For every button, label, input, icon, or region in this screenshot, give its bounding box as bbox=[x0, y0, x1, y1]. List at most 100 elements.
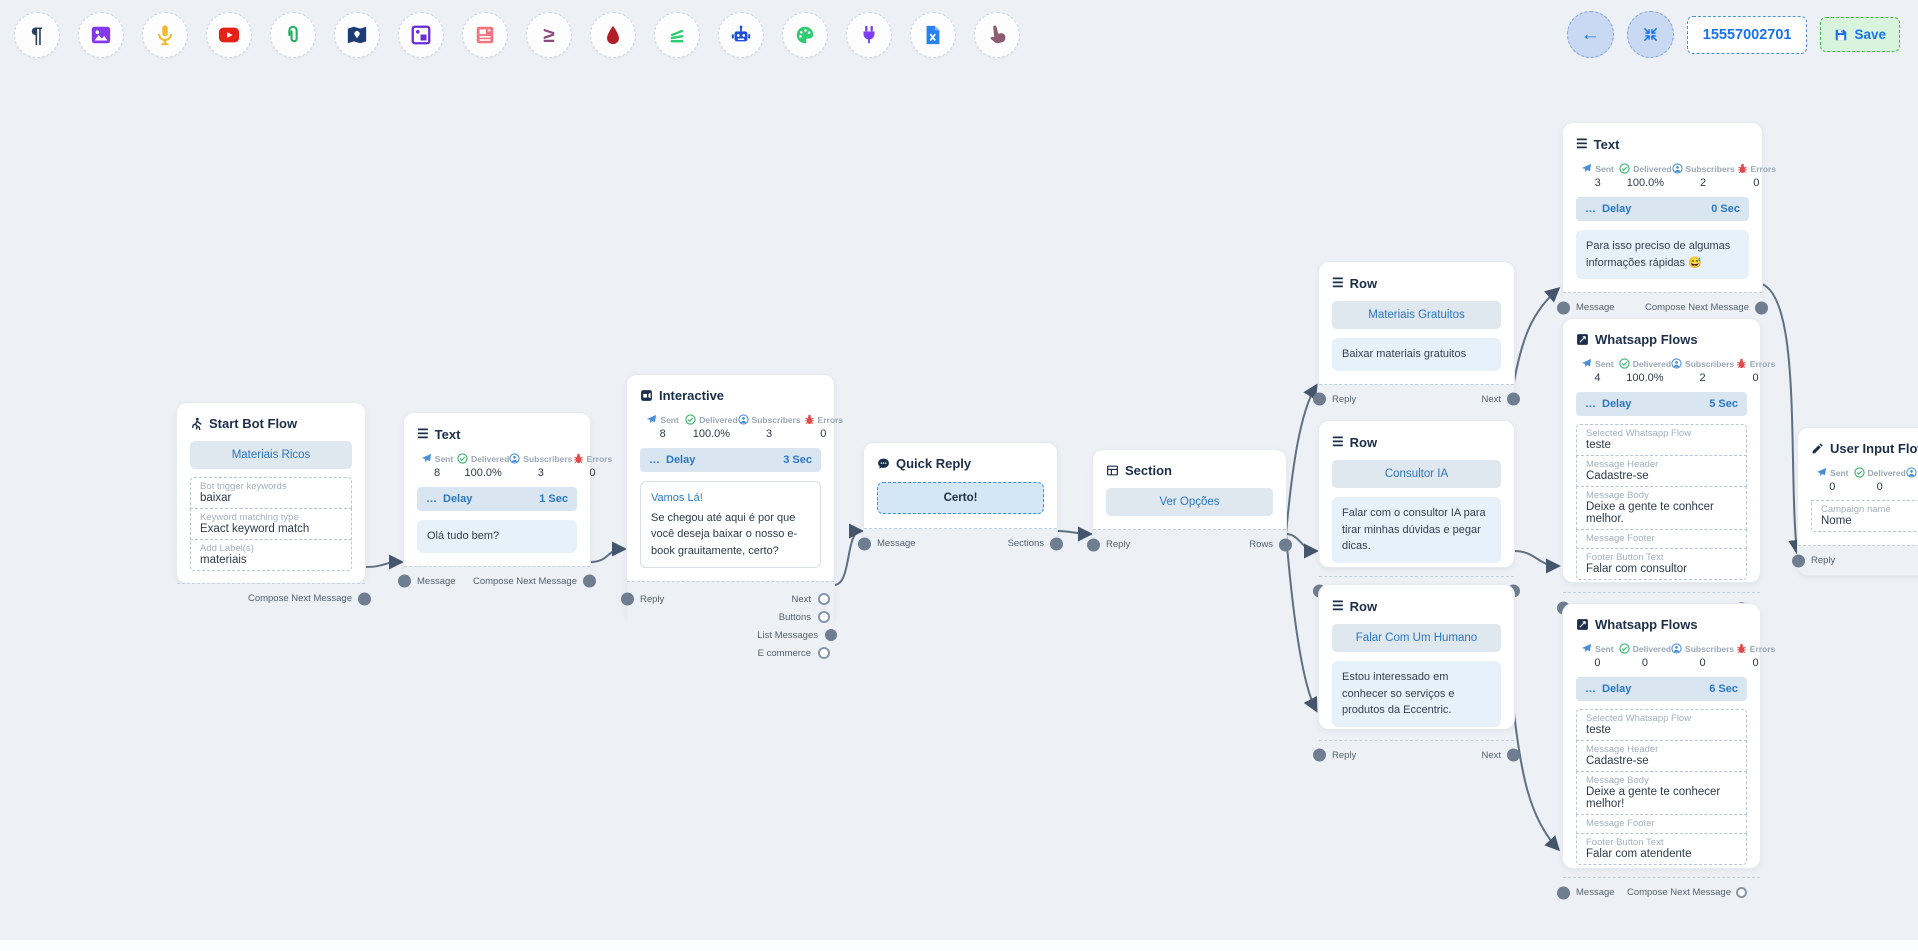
plug-tool-button[interactable] bbox=[846, 12, 892, 58]
output-port-next[interactable] bbox=[818, 593, 830, 605]
delivered-icon bbox=[1619, 358, 1630, 369]
quick-reply-icon bbox=[878, 458, 889, 469]
phone-number-button[interactable]: 15557002701 bbox=[1686, 15, 1808, 54]
save-button[interactable]: Save bbox=[1820, 17, 1900, 52]
input-handle-message[interactable] bbox=[1557, 886, 1570, 899]
message-bubble[interactable]: Olá tudo bem? bbox=[417, 520, 577, 553]
node-row-falar-com-um-humano[interactable]: ☰Row Falar Com Um Humano Estou interessa… bbox=[1313, 585, 1520, 770]
next-label: Next bbox=[1481, 393, 1501, 405]
output-port-compose-next[interactable] bbox=[1736, 887, 1747, 898]
compose-next-message-label: Compose Next Message bbox=[472, 575, 577, 587]
paragraph-tool-button[interactable]: ¶ bbox=[14, 12, 60, 58]
droplet-tool-button[interactable] bbox=[590, 12, 636, 58]
output-handle-next[interactable] bbox=[1507, 748, 1520, 762]
sent-icon bbox=[421, 453, 431, 463]
compose-next-message-label: Compose Next Message bbox=[247, 593, 352, 604]
sent-icon bbox=[1582, 358, 1592, 368]
frame-tool-button[interactable] bbox=[398, 12, 444, 58]
robot-tool-button[interactable] bbox=[718, 12, 764, 58]
input-handle-reply[interactable] bbox=[1087, 538, 1100, 551]
output-port-buttons[interactable] bbox=[818, 611, 830, 623]
youtube-tool-button[interactable] bbox=[206, 12, 252, 58]
fit-view-button[interactable] bbox=[1626, 11, 1674, 58]
row-button[interactable]: Materiais Gratuitos bbox=[1332, 301, 1501, 329]
row-description[interactable]: Estou interessado em conhecer so serviço… bbox=[1332, 661, 1501, 727]
node-section[interactable]: Section Ver Opções Reply Rows bbox=[1087, 450, 1292, 559]
news-card-tool-button[interactable] bbox=[462, 12, 508, 58]
quick-reply-button[interactable]: Certo! bbox=[877, 482, 1044, 514]
row-button[interactable]: Falar Com Um Humano bbox=[1332, 624, 1501, 652]
attachment-icon bbox=[288, 25, 298, 43]
microphone-tool-button[interactable] bbox=[142, 12, 188, 58]
greater-equal-tool-button[interactable]: ≥ bbox=[526, 12, 572, 58]
stack-tool-button[interactable] bbox=[654, 12, 700, 58]
message-bubble[interactable]: Para isso preciso de algumas informações… bbox=[1576, 230, 1749, 279]
hand-pointer-tool-button[interactable] bbox=[974, 12, 1020, 58]
output-handle-compose-next[interactable] bbox=[358, 592, 371, 605]
flow-name-button[interactable]: Materiais Ricos bbox=[190, 441, 352, 469]
output-handle-compose-next[interactable] bbox=[583, 574, 596, 588]
node-quick-reply[interactable]: Quick Reply Certo! Message Sections bbox=[858, 443, 1063, 558]
input-handle-reply[interactable] bbox=[1313, 748, 1326, 762]
node-row-materiais-gratuitos[interactable]: ☰Row Materiais Gratuitos Baixar materiai… bbox=[1313, 262, 1520, 414]
field-message-footer[interactable]: Message Footer bbox=[1576, 529, 1747, 549]
output-handle-rows[interactable] bbox=[1279, 538, 1292, 551]
section-button[interactable]: Ver Opções bbox=[1106, 488, 1273, 516]
map-location-tool-button[interactable] bbox=[334, 12, 380, 58]
input-handle-reply[interactable] bbox=[1313, 392, 1326, 406]
edge-start-to-text1 bbox=[364, 554, 404, 570]
node-start-bot-flow[interactable]: Start Bot Flow Materiais Ricos Bot trigg… bbox=[177, 403, 371, 613]
input-handle-message[interactable] bbox=[1557, 301, 1570, 314]
excel-file-tool-button[interactable] bbox=[910, 12, 956, 58]
node-title: Quick Reply bbox=[896, 456, 972, 471]
node-row-consultor-ia[interactable]: ☰Row Consultor IA Falar com o consultor … bbox=[1313, 421, 1520, 606]
field-message-footer[interactable]: Message Footer bbox=[1576, 814, 1747, 834]
palette-tool-button[interactable] bbox=[782, 12, 828, 58]
news-card-icon bbox=[476, 26, 494, 44]
node-title: Start Bot Flow bbox=[209, 416, 298, 431]
attachment-tool-button[interactable] bbox=[270, 12, 316, 58]
output-handle-sections[interactable] bbox=[1050, 537, 1063, 550]
output-port-list-messages[interactable] bbox=[825, 629, 837, 641]
output-handle-next[interactable] bbox=[1507, 392, 1520, 406]
back-button[interactable]: ← bbox=[1566, 11, 1614, 58]
output-handle-compose-next[interactable] bbox=[1755, 301, 1768, 314]
row-description[interactable]: Falar com o consultor IA para tirar minh… bbox=[1332, 497, 1501, 563]
output-port-ecommerce[interactable] bbox=[818, 647, 830, 659]
input-handle-message[interactable] bbox=[858, 537, 871, 550]
input-handle-reply[interactable] bbox=[1792, 554, 1805, 567]
input-handle-reply[interactable] bbox=[621, 592, 634, 606]
field-add-labels[interactable]: Add Label(s)materiais bbox=[190, 539, 352, 571]
row-description[interactable]: Baixar materiais gratuitos bbox=[1332, 338, 1501, 371]
input-handle-message[interactable] bbox=[398, 574, 411, 588]
interactive-message-box[interactable]: Vamos Lá!Se chegou até aqui é por que vo… bbox=[640, 481, 821, 568]
row-button[interactable]: Consultor IA bbox=[1332, 460, 1501, 488]
image-tool-button[interactable] bbox=[78, 12, 124, 58]
rows-label: Rows bbox=[1249, 539, 1273, 550]
errors-icon bbox=[573, 453, 583, 464]
